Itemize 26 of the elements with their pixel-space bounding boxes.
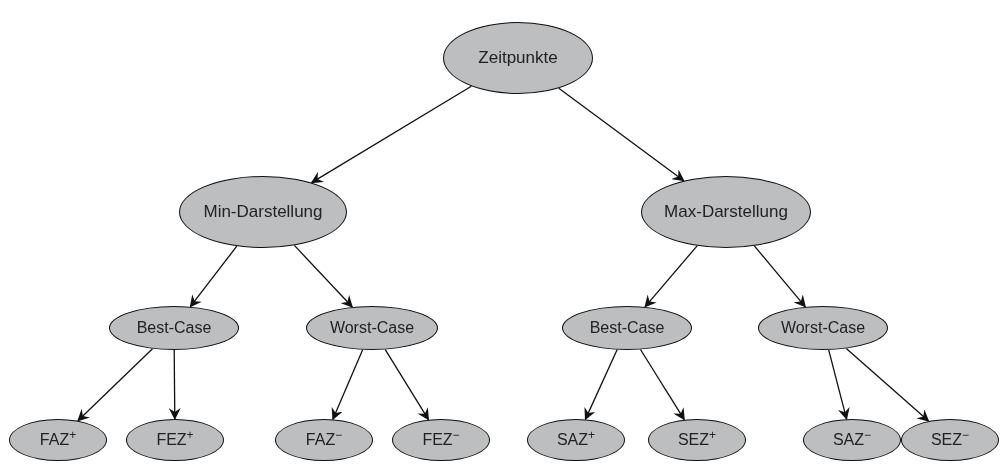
node-label: Worst-Case xyxy=(780,318,866,338)
node-label: Best-Case xyxy=(136,318,212,338)
arrow xyxy=(639,348,685,421)
node-label: Worst-Case xyxy=(329,318,415,338)
arrow xyxy=(753,245,806,308)
node-label: FAZ$^{−}$ xyxy=(305,428,343,450)
arrow xyxy=(584,349,618,421)
node-label: SAZ$^{+}$ xyxy=(556,428,596,450)
arrow xyxy=(644,245,698,308)
node-label: SAZ$^{−}$ xyxy=(832,428,872,450)
arrow xyxy=(828,349,850,421)
node-label: SEZ$^{+}$ xyxy=(677,428,717,450)
arrow xyxy=(558,87,685,182)
node-label: Zeitpunkte xyxy=(478,47,558,70)
node-label: Min-Darstellung xyxy=(203,201,323,224)
node-label: Max-Darstellung xyxy=(664,201,788,224)
node-label: FEZ$^{+}$ xyxy=(156,428,194,450)
node-label: Best-Case xyxy=(589,318,665,338)
arrow xyxy=(310,85,472,184)
arrow xyxy=(168,349,181,420)
arrow xyxy=(293,244,353,308)
node-label: FEZ$^{−}$ xyxy=(422,428,460,450)
node-label: SEZ$^{−}$ xyxy=(930,428,970,450)
node-label: FAZ$^{+}$ xyxy=(39,428,77,450)
arrow xyxy=(331,349,364,421)
arrow xyxy=(384,348,430,421)
